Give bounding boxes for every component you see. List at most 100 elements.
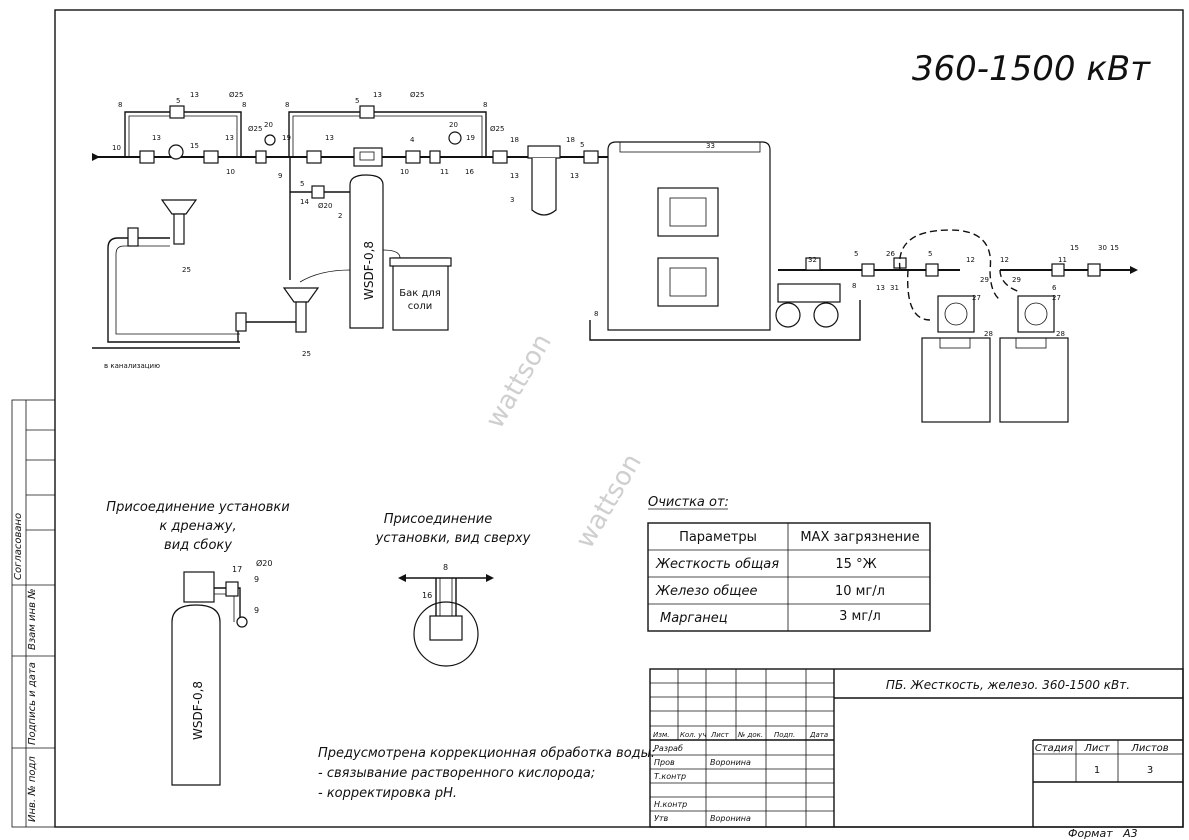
stamp-col-podp: Подп. xyxy=(774,731,795,739)
callout-25a: 25 xyxy=(182,266,191,274)
callout-20b: 20 xyxy=(449,121,458,129)
stamp-col-doc: № док. xyxy=(737,731,763,739)
stamp-col-list: Лист xyxy=(710,731,730,739)
callout-5b: 5 xyxy=(355,97,359,105)
side-stamp: Согласовано Взам инв № Подпись и дата Ин… xyxy=(11,399,56,828)
callout-d20a: Ø20 xyxy=(318,202,332,210)
stamp-role-nkontr: Н.контр xyxy=(654,800,687,809)
callout-13b: 13 xyxy=(373,91,382,99)
callout-15c: 15 xyxy=(1110,244,1119,252)
callout-11b: 11 xyxy=(1058,256,1067,264)
side-view: Присоединение установки к дренажу, вид с… xyxy=(106,500,290,786)
stamp-sheet-label: Лист xyxy=(1083,743,1111,754)
stamp-role-prov: Пров xyxy=(654,758,675,767)
callout-10c: 10 xyxy=(400,168,409,176)
callout-19a: 19 xyxy=(282,134,291,142)
power-title: 360-1500 кВт xyxy=(912,49,1151,89)
drain-line xyxy=(107,237,240,343)
stamp-name-utv: Воронина xyxy=(710,814,751,823)
callout-8c: 8 xyxy=(285,101,289,109)
cleaning-heading: Очистка от: xyxy=(648,495,729,510)
callout-18a: 18 xyxy=(510,136,519,144)
cleaning-row-1-param: Жесткость общая xyxy=(655,557,779,572)
side-view-title-2: к дренажу, xyxy=(159,519,236,534)
callout-12b: 12 xyxy=(1000,256,1009,264)
side-callout-9a: 9 xyxy=(254,575,259,584)
drain-funnel-1 xyxy=(160,199,198,215)
callout-29b: 29 xyxy=(1012,276,1021,284)
top-view: Присоединение установки, вид сверху 8 16 xyxy=(375,512,531,667)
callout-5d: 5 xyxy=(300,180,304,188)
callout-32: 32 xyxy=(808,256,817,264)
notes-line-2: - связывание растворенного кислорода; xyxy=(318,766,595,781)
sheet-format: Формат А3 xyxy=(1068,827,1138,840)
callout-20a: 20 xyxy=(264,121,273,129)
stamp-sheets-value: 3 xyxy=(1147,765,1153,776)
dosing-line xyxy=(898,229,1001,301)
cleaning-table: Очистка от: Параметры MAX загрязнение Же… xyxy=(647,495,931,632)
callout-5c: 5 xyxy=(580,141,584,149)
softener-label: WSDF-0,8 xyxy=(362,241,376,300)
callout-13g: 13 xyxy=(510,172,519,180)
callout-13d: 13 xyxy=(225,134,234,142)
stamp-sheet-value: 1 xyxy=(1094,765,1100,776)
callout-d25b: Ø25 xyxy=(410,91,424,99)
callout-14: 14 xyxy=(300,198,309,206)
callout-13a: 13 xyxy=(190,91,199,99)
main-scheme: 8 5 13 Ø25 8 8 5 13 Ø25 8 10 13 15 13 Ø2… xyxy=(92,91,1138,423)
top-callout-16: 16 xyxy=(422,591,432,600)
valve-group xyxy=(139,105,599,164)
callout-d25d: Ø25 xyxy=(490,125,504,133)
callout-33: 33 xyxy=(706,142,715,150)
cleaning-row-2-param: Железо общее xyxy=(655,584,758,599)
callout-5e: 5 xyxy=(854,250,858,258)
callout-3: 3 xyxy=(510,196,514,204)
side-callout-17: 17 xyxy=(232,565,242,574)
pump-manifold xyxy=(777,283,841,303)
dosing-pump-2 xyxy=(1017,295,1055,333)
cleaning-col-max: MAX загрязнение xyxy=(800,530,919,545)
callout-30: 30 xyxy=(1098,244,1107,252)
callout-18b: 18 xyxy=(566,136,575,144)
watermark-1: wattson xyxy=(480,329,558,434)
bag-filter-head xyxy=(527,145,561,159)
bag-filter xyxy=(531,158,557,216)
notes-line-3: - корректировка pH. xyxy=(318,786,457,801)
reagent-tank-1 xyxy=(921,337,991,423)
cleaning-row-1-value: 15 °Ж xyxy=(835,557,876,572)
callout-27b: 27 xyxy=(1052,294,1061,302)
callout-28a: 28 xyxy=(984,330,993,338)
side-view-filter-label: WSDF-0,8 xyxy=(191,681,205,740)
side-view-column xyxy=(171,604,221,786)
cleaning-row-3-param: Марганец xyxy=(660,611,728,626)
controller xyxy=(353,147,383,167)
top-view-title-2: установки, вид сверху xyxy=(375,531,531,546)
drain-funnel-2 xyxy=(282,287,320,303)
stamp-role-utv: Утв xyxy=(654,814,669,823)
callout-15b: 15 xyxy=(1070,244,1079,252)
cleaning-col-param: Параметры xyxy=(679,530,757,545)
stamp-col-izm: Изм. xyxy=(653,731,669,739)
stamp-name-prov: Воронина xyxy=(710,758,751,767)
callout-4: 4 xyxy=(410,136,415,144)
callout-25b: 25 xyxy=(302,350,311,358)
callout-8d: 8 xyxy=(483,101,487,109)
callout-19b: 19 xyxy=(466,134,475,142)
cleaning-row-3-value: 3 мг/л xyxy=(839,609,881,624)
callout-5a: 5 xyxy=(176,97,180,105)
pump-1 xyxy=(775,302,801,328)
callout-13c: 13 xyxy=(152,134,161,142)
bypass-2 xyxy=(288,111,487,157)
callout-8e: 8 xyxy=(594,310,598,318)
cleaning-row-2-value: 10 мг/л xyxy=(835,584,885,599)
side-view-controller xyxy=(183,571,215,603)
side-stamp-inventory: Инв. № подл xyxy=(27,756,38,822)
watermark-2: wattson xyxy=(570,449,648,554)
side-callout-d20: Ø20 xyxy=(256,558,272,568)
callout-13h: 13 xyxy=(876,284,885,292)
callout-27a: 27 xyxy=(972,294,981,302)
side-stamp-replaced: Взам инв № xyxy=(27,588,38,650)
callout-6: 6 xyxy=(1052,284,1057,292)
tank-hatch-2 xyxy=(657,257,719,307)
